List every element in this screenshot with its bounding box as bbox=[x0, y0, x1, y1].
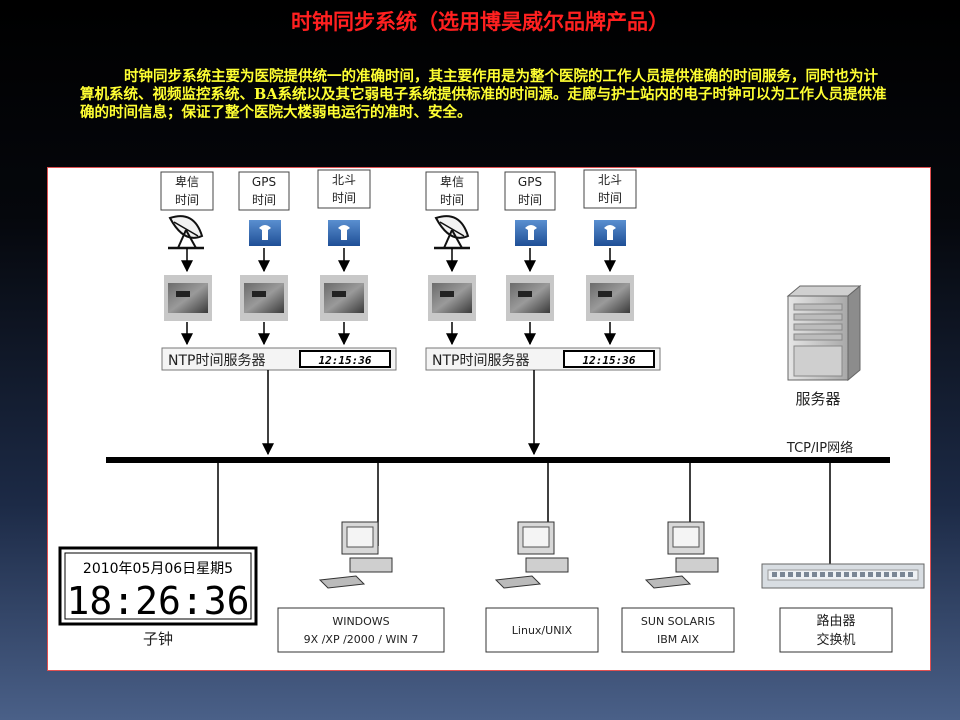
ntp-time-display: 12:15:36 bbox=[319, 354, 372, 367]
clock-date: 2010年05月06日星期5 bbox=[83, 561, 233, 577]
intro-paragraph: 时钟同步系统主要为医院提供统一的准确时间，其主要作用是为整个医院的工作人员提供准… bbox=[80, 68, 887, 121]
gps-antenna-icon bbox=[249, 220, 281, 246]
satellite-dish-icon bbox=[168, 215, 204, 250]
source-label-line2: 时间 bbox=[598, 191, 622, 205]
time-receiver-device bbox=[320, 275, 368, 321]
source-label-line1: 北斗 bbox=[332, 173, 356, 187]
time-receiver-device bbox=[240, 275, 288, 321]
terminal-line2: 交换机 bbox=[816, 632, 855, 648]
slave-clock-display: 2010年05月06日星期5 18:26:36 bbox=[58, 546, 258, 626]
source-label-line2: 时间 bbox=[332, 191, 356, 205]
ntp-server-label: NTP时间服务器 bbox=[432, 353, 529, 369]
ntp-time-server: NTP时间服务器 12:15:36 bbox=[161, 347, 397, 371]
terminal-box-router: 路由器 交换机 bbox=[779, 607, 893, 653]
source-label-line1: 北斗 bbox=[598, 173, 622, 187]
source-group-2: 卑信 时间 GPS 时间 北斗 时间 bbox=[425, 169, 661, 456]
terminal-line2: 9X /XP /2000 / WIN 7 bbox=[304, 633, 419, 646]
terminal-line1: WINDOWS bbox=[332, 615, 389, 628]
source-group-1: 卑信 时间 GPS 时间 北斗 时间 bbox=[160, 169, 397, 456]
server-label: 服务器 bbox=[795, 390, 840, 408]
terminal-box-linux: Linux/UNIX bbox=[485, 607, 599, 653]
source-label-box: 卑信 时间 bbox=[160, 171, 214, 211]
clock-time: 18:26:36 bbox=[66, 579, 249, 623]
source-label-line1: 卑信 bbox=[440, 174, 464, 189]
source-label-box: 卑信 时间 bbox=[425, 171, 479, 211]
source-label-box: GPS 时间 bbox=[238, 171, 290, 211]
terminal-box-windows: WINDOWS 9X /XP /2000 / WIN 7 bbox=[277, 607, 445, 653]
computer-icon bbox=[318, 521, 393, 589]
network-label: TCP/IP网络 bbox=[786, 440, 853, 456]
page-title: 时钟同步系统（选用博昊威尔品牌产品） bbox=[291, 9, 669, 34]
ntp-server-label: NTP时间服务器 bbox=[168, 353, 265, 369]
terminal-line2: IBM AIX bbox=[657, 633, 700, 646]
time-receiver-device bbox=[506, 275, 554, 321]
computer-icon bbox=[494, 521, 569, 589]
source-label-line2: 时间 bbox=[440, 193, 464, 207]
source-label-line2: 时间 bbox=[252, 193, 276, 207]
terminal-line1: Linux/UNIX bbox=[512, 624, 573, 637]
clock-sync-diagram: 卑信 时间 GPS 时间 北斗 时间 bbox=[58, 169, 925, 653]
beidou-antenna-icon bbox=[328, 220, 360, 246]
source-label-box: 北斗 时间 bbox=[317, 169, 371, 209]
source-label-box: 北斗 时间 bbox=[583, 169, 637, 209]
terminal-line1: SUN SOLARIS bbox=[641, 615, 715, 628]
beidou-antenna-icon bbox=[594, 220, 626, 246]
computer-icon bbox=[644, 521, 719, 589]
source-label-box: GPS 时间 bbox=[504, 171, 556, 211]
time-receiver-device bbox=[428, 275, 476, 321]
satellite-dish-icon bbox=[434, 215, 470, 250]
source-label-line1: GPS bbox=[252, 175, 276, 189]
diagram-panel: 卑信 时间 GPS 时间 北斗 时间 bbox=[47, 167, 931, 671]
ntp-time-server: NTP时间服务器 12:15:36 bbox=[425, 347, 661, 371]
ntp-time-display: 12:15:36 bbox=[583, 354, 636, 367]
terminal-box-sun: SUN SOLARIS IBM AIX bbox=[621, 607, 735, 653]
source-label-line2: 时间 bbox=[175, 193, 199, 207]
time-receiver-device bbox=[586, 275, 634, 321]
server-icon bbox=[786, 284, 862, 382]
gps-antenna-icon bbox=[515, 220, 547, 246]
source-label-line1: GPS bbox=[518, 175, 542, 189]
terminal-line1: 路由器 bbox=[816, 613, 855, 629]
time-receiver-device bbox=[164, 275, 212, 321]
source-label-line2: 时间 bbox=[518, 193, 542, 207]
source-label-line1: 卑信 bbox=[175, 174, 199, 189]
network-switch-icon bbox=[761, 563, 925, 589]
clock-label: 子钟 bbox=[143, 630, 173, 648]
